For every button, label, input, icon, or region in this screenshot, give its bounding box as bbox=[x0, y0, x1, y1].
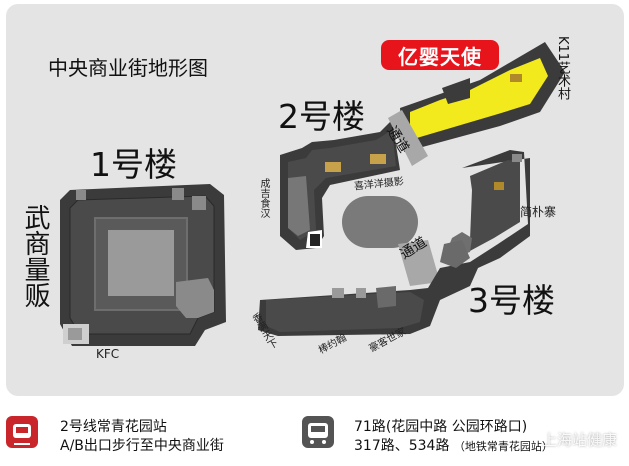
metro-info: 2号线常青花园站 A/B出口步行至中央商业街 bbox=[60, 418, 224, 456]
brand-badge: 亿婴天使 bbox=[381, 40, 499, 70]
building-2-block bbox=[280, 120, 418, 250]
building-2-label: 2号楼 bbox=[278, 97, 365, 136]
building-3-label: 3号楼 bbox=[468, 281, 555, 320]
metro-line-1: 2号线常青花园站 bbox=[60, 419, 167, 435]
building-3-block bbox=[258, 150, 530, 336]
map-title: 中央商业街地形图 bbox=[48, 56, 208, 80]
footer-icons bbox=[6, 416, 334, 448]
shop-label-jianpu: 简朴寨 bbox=[520, 205, 557, 219]
bus-info: 71路(花园中路 公园环路口) 317路、534路 （地铁常青花园站） bbox=[354, 418, 553, 456]
metro-line-2: A/B出口步行至中央商业街 bbox=[60, 437, 224, 454]
building-1-block bbox=[60, 184, 226, 346]
bus-line-1: 71路(花园中路 公园环路口) bbox=[354, 419, 528, 435]
street-label-k11: K11艺术村 bbox=[555, 36, 570, 101]
shop-label-chengji: 成吉食汉 bbox=[258, 178, 269, 218]
bus-line-2-main: 317路、534路 bbox=[354, 437, 450, 454]
passage-shapes bbox=[388, 110, 440, 286]
shop-label-kfc: KFC bbox=[96, 347, 120, 361]
bus-line-2: 317路、534路 （地铁常青花园站） bbox=[354, 437, 553, 456]
building-1-label: 1号楼 bbox=[90, 145, 177, 184]
watermark: 上海站健康 bbox=[541, 431, 617, 449]
street-label-left: 武商量贩 bbox=[20, 204, 50, 308]
highlight-zone bbox=[400, 42, 565, 152]
bus-line-2-note: （地铁常青花园站） bbox=[453, 439, 553, 453]
